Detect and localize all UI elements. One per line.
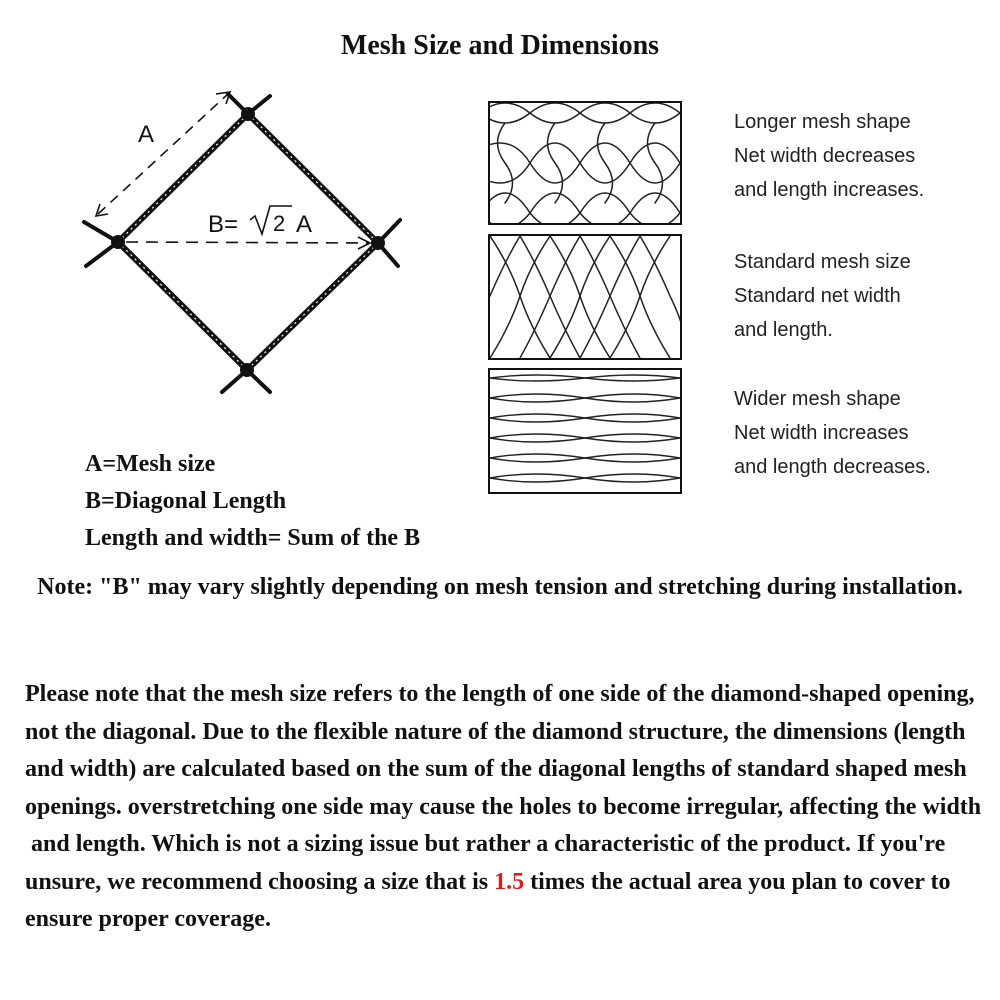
knot-top — [241, 107, 255, 121]
note-text: Note: "B" may vary slightly depending on… — [37, 574, 963, 600]
desc-line: Net width increases — [734, 422, 909, 444]
paragraph-line: Please note that the mesh size refers to… — [25, 681, 975, 707]
desc-line: Standard mesh size — [734, 251, 911, 273]
label-a: A — [138, 121, 154, 148]
legend: A=Mesh size B=Diagonal Length Length and… — [85, 446, 420, 557]
formula-radicand: 2 — [273, 211, 285, 236]
highlight-value: 1.5 — [494, 868, 525, 895]
paragraph-line: unsure, we recommend choosing a size tha… — [25, 864, 990, 902]
dimension-a-line — [97, 93, 229, 215]
knot-left — [111, 235, 125, 249]
legend-diagonal-length: B=Diagonal Length — [85, 488, 287, 514]
paragraph-line: openings. overstretching one side may ca… — [25, 793, 982, 820]
panel-wider-mesh — [488, 368, 682, 494]
paragraph-text: times the actual area you plan to cover … — [524, 868, 951, 895]
paragraph-line: and width) are calculated based on the s… — [25, 756, 967, 782]
page-title: Mesh Size and Dimensions — [340, 30, 660, 61]
desc-line: and length. — [734, 319, 833, 341]
dimension-b-line — [125, 241, 369, 244]
legend-mesh-size: A=Mesh size — [85, 451, 216, 477]
knot-bottom — [240, 363, 254, 377]
desc-line: Wider mesh shape — [734, 388, 901, 410]
panel-longer-mesh — [488, 101, 682, 225]
sqrt-symbol — [249, 205, 292, 237]
panel-standard-mesh — [488, 234, 682, 360]
desc-standard-mesh: Standard mesh size Standard net width an… — [734, 245, 911, 347]
desc-line: Standard net width — [734, 285, 901, 307]
paragraph-line: and length. Which is not a sizing issue … — [25, 831, 946, 857]
desc-line: and length decreases. — [734, 456, 931, 478]
desc-line: Net width decreases — [734, 145, 916, 167]
formula-suffix: A — [296, 211, 312, 238]
knot-right — [371, 236, 385, 250]
paragraph-text: unsure, we recommend choosing a size tha… — [25, 868, 495, 895]
legend-sum: Length and width= Sum of the B — [85, 525, 421, 551]
paragraph-line: ensure proper coverage. — [25, 906, 271, 932]
mesh-diagram: A B= 2 A — [82, 91, 402, 394]
notice-paragraph: Please note that the mesh size refers to… — [25, 676, 990, 939]
desc-longer-mesh: Longer mesh shape Net width decreases an… — [734, 105, 924, 207]
desc-line: and length increases. — [734, 179, 925, 201]
paragraph-line: not the diagonal. Due to the flexible na… — [25, 718, 966, 745]
formula-prefix: B= — [208, 211, 238, 238]
desc-wider-mesh: Wider mesh shape Net width increases and… — [734, 382, 931, 484]
desc-line: Longer mesh shape — [734, 111, 911, 133]
